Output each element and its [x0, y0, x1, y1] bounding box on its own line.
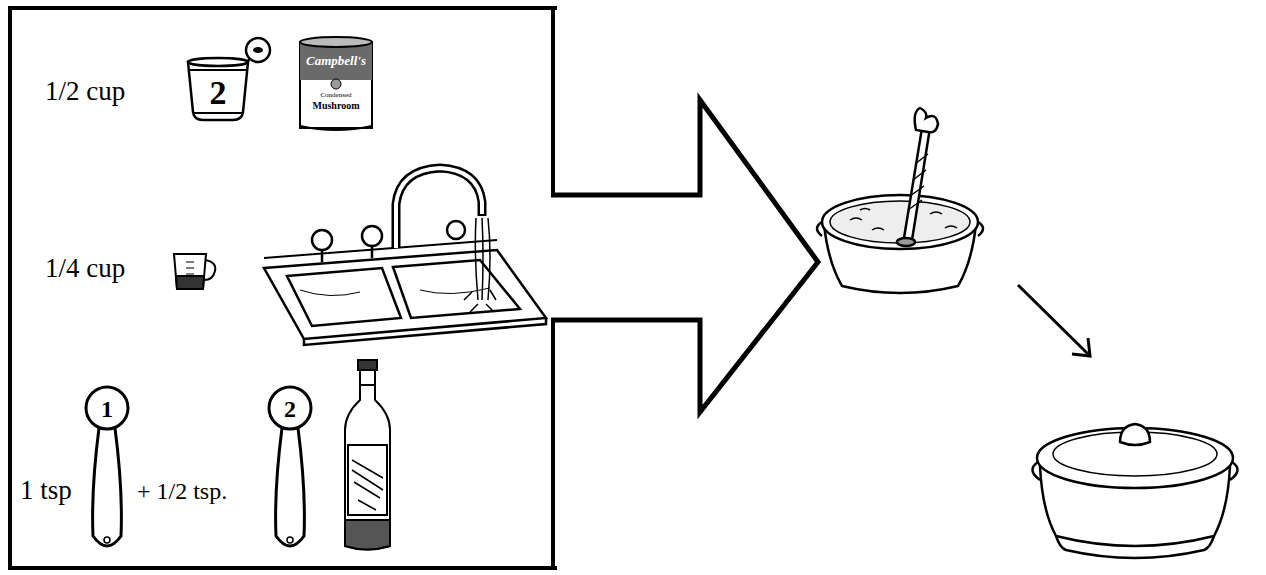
handle-stem	[321, 250, 324, 262]
dish-contents	[830, 201, 970, 243]
measure-number: 2	[210, 76, 227, 110]
bottle-body	[345, 368, 390, 550]
arrow-head	[1072, 338, 1090, 356]
cup-liquid	[176, 276, 204, 289]
cup-rim	[188, 58, 248, 66]
lid-knob	[1120, 424, 1150, 445]
tick	[186, 262, 194, 263]
big-arrow	[551, 100, 818, 412]
faucet-handle	[312, 230, 332, 250]
step-arrow	[1018, 285, 1090, 356]
spoon-handle	[93, 428, 122, 546]
faucet-handle	[447, 221, 465, 239]
can-label: Mushroom	[312, 101, 359, 111]
splash	[464, 290, 496, 312]
covered-casserole	[1032, 424, 1237, 558]
amount-text: + 1/2 tsp.	[137, 478, 227, 504]
spoon-hole	[104, 537, 110, 543]
bottle-label	[348, 445, 387, 515]
spoon-head	[269, 387, 311, 429]
cup-band	[189, 69, 247, 71]
cup-tag-mark	[253, 47, 263, 53]
countertop	[264, 250, 546, 339]
stirring-spoon	[904, 128, 930, 240]
spoon-head	[86, 387, 128, 429]
tick	[186, 268, 194, 269]
amount-text: 1/4 cup	[45, 254, 125, 284]
ingredient-box: 1/2 cup 1/4 cup 1 tsp + 1/2 tsp.	[8, 6, 557, 570]
bottle-neck-ring	[360, 384, 375, 386]
basin-shade	[420, 288, 490, 294]
amount-text: 1/2 cup	[45, 77, 125, 107]
measure-number: 2	[284, 397, 296, 421]
measuring-spoon	[269, 387, 311, 546]
measuring-spoon	[86, 387, 128, 546]
can-label: Condensed	[320, 92, 351, 99]
spoon-handle	[276, 428, 305, 546]
can-body	[300, 42, 372, 128]
dish-handle	[817, 222, 822, 236]
box-edge	[551, 320, 555, 568]
can-label: Campbell's	[306, 54, 366, 67]
tick	[186, 274, 194, 275]
contents-texture	[850, 209, 957, 231]
box-edge	[551, 6, 555, 195]
label-script	[352, 460, 383, 510]
faucet-inner	[396, 168, 482, 248]
spoon-twist	[908, 154, 928, 210]
cup-tag	[246, 38, 270, 62]
can-lid	[300, 37, 372, 47]
amount-text: 1 tsp	[20, 476, 72, 506]
soup-can	[300, 37, 372, 130]
small-measuring-cup	[174, 254, 215, 289]
basin-shade	[300, 290, 360, 296]
cup-handle	[204, 260, 215, 280]
measuring-cup	[188, 38, 270, 120]
basin-left	[287, 268, 401, 326]
sink	[264, 168, 546, 345]
spoon-bowl	[897, 238, 915, 246]
arrow-shaft	[1018, 285, 1088, 354]
basin-right	[393, 260, 520, 318]
spoon-hole	[287, 537, 293, 543]
handle-stem	[371, 246, 374, 258]
dish-rim	[822, 195, 978, 249]
bottle-base	[345, 520, 390, 550]
hand	[915, 108, 938, 132]
faucet-handle	[362, 226, 382, 246]
cup-band	[193, 112, 243, 114]
cup-body	[174, 254, 206, 289]
dish-handle	[978, 222, 983, 236]
bottle-cap	[358, 360, 377, 370]
faucet	[396, 168, 482, 248]
water	[488, 218, 490, 300]
mixing-casserole	[817, 108, 983, 293]
water	[482, 218, 483, 300]
can-bottom	[300, 126, 372, 130]
cup-body	[188, 62, 248, 120]
measure-number: 1	[101, 397, 113, 421]
sauce-bottle	[345, 360, 390, 550]
can-medallion	[331, 79, 341, 89]
water	[475, 218, 478, 300]
dish-base	[1056, 536, 1214, 558]
